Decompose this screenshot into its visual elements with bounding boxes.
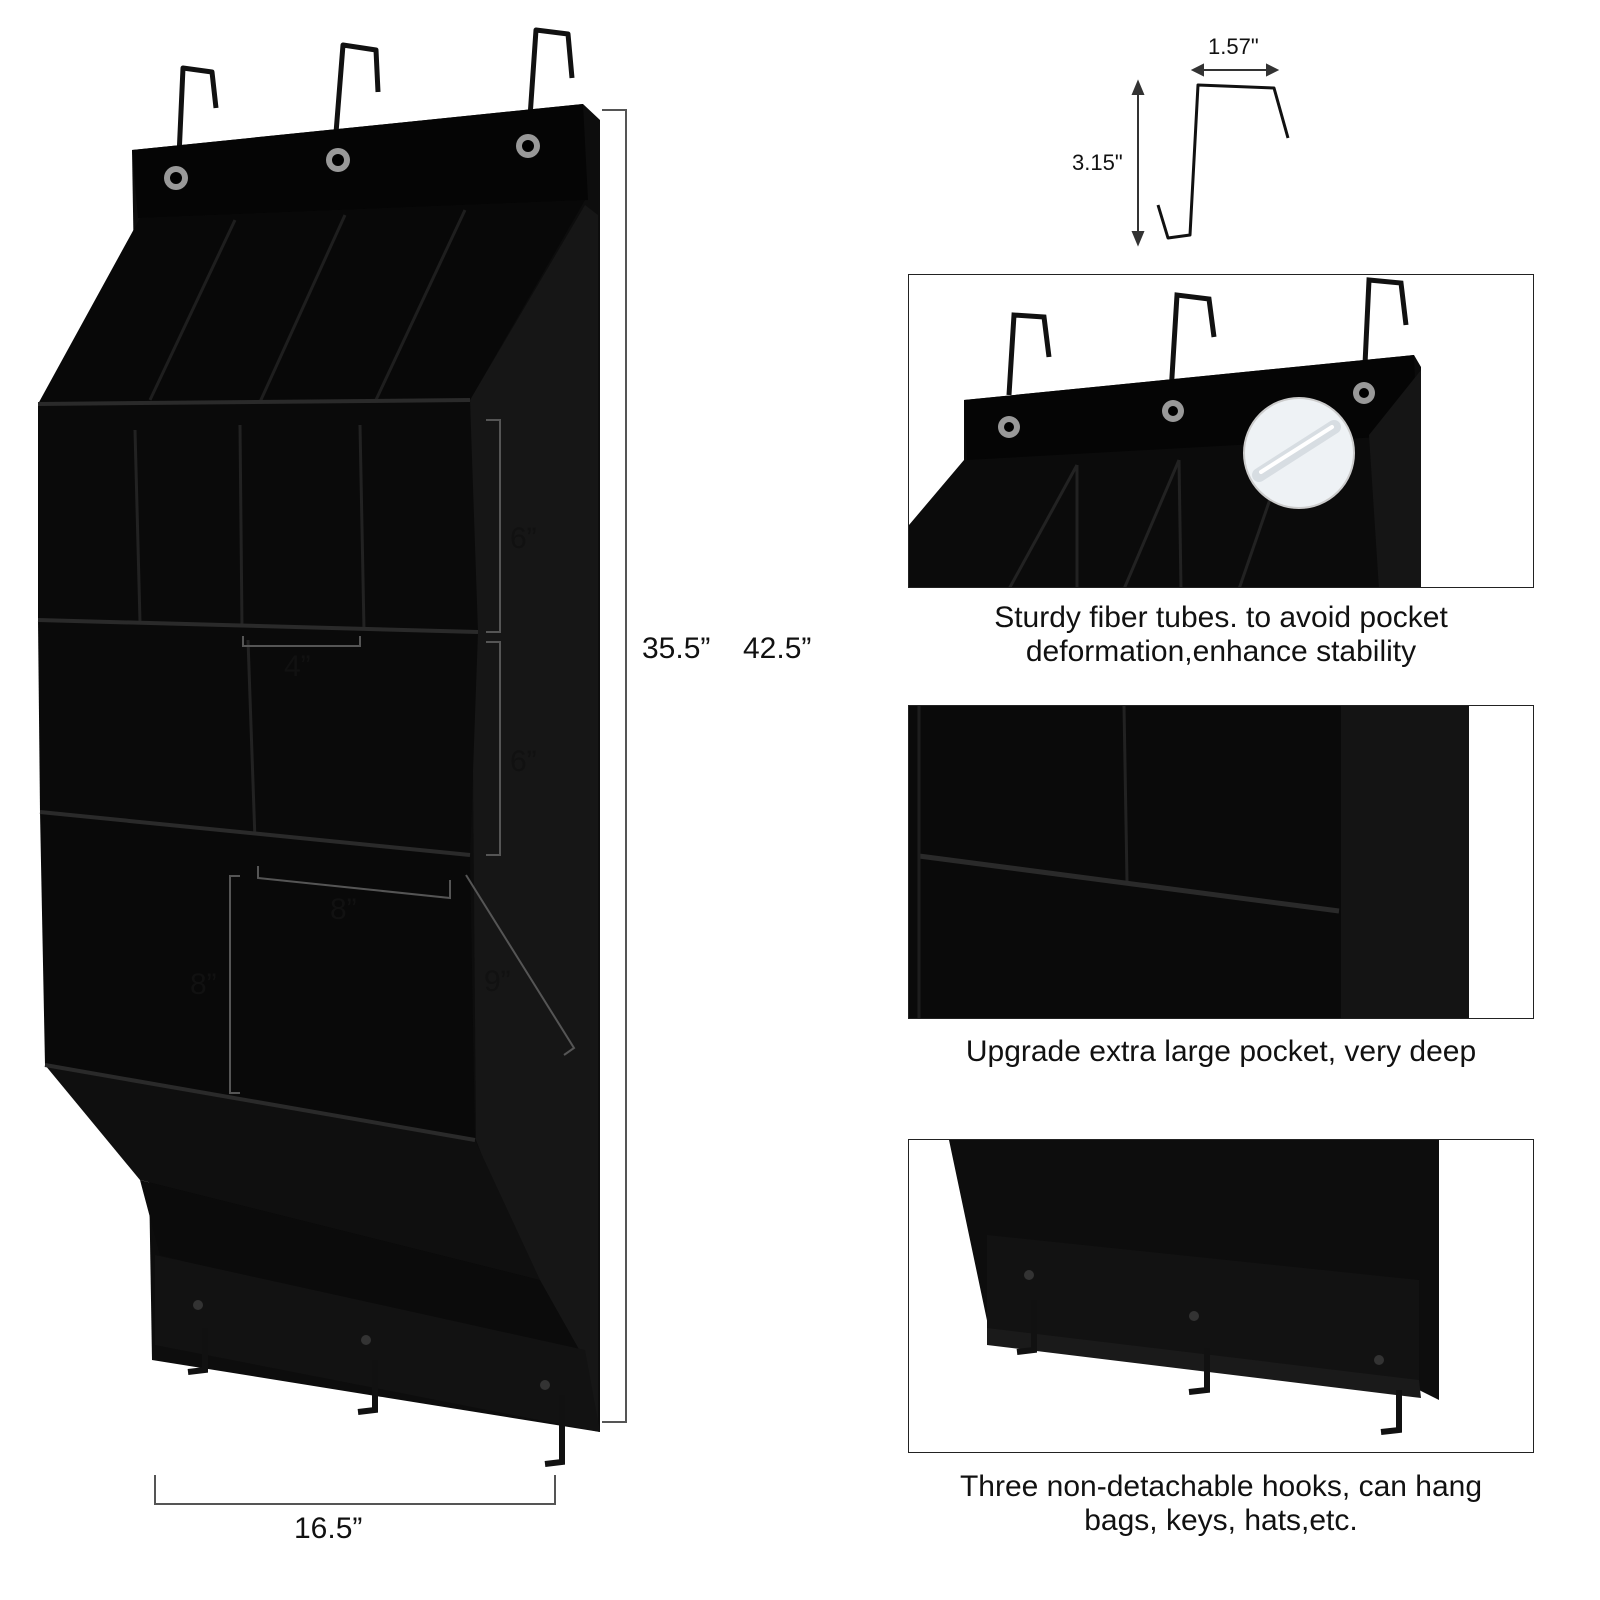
dim-small-pocket-width: 4” — [284, 650, 311, 683]
hook-diagram — [1060, 20, 1360, 260]
caption-line: Sturdy fiber tubes. to avoid pocket — [994, 601, 1448, 634]
dim-pocket-height-mid: 6” — [510, 745, 537, 778]
caption-line: Three non-detachable hooks, can hang — [959, 1470, 1483, 1503]
product-illustration — [0, 0, 640, 1600]
top-hooks-icon — [175, 27, 575, 179]
dim-body-height: 35.5” — [642, 632, 711, 665]
bottom-hooks-icon — [1016, 1300, 1402, 1435]
over-door-hook-icon — [1156, 83, 1290, 240]
feature-panel-large-pocket — [908, 705, 1534, 1019]
dim-mid-pocket-width: 8” — [330, 893, 357, 926]
fiber-tube-icon — [1243, 397, 1355, 509]
dim-large-pocket-height: 8” — [190, 968, 217, 1001]
dim-pocket-height-top: 6” — [510, 522, 537, 555]
dim-width: 16.5” — [294, 1512, 363, 1545]
caption-line: deformation,enhance stability — [1025, 635, 1417, 668]
hook-width-label: 1.57" — [1208, 34, 1259, 59]
dim-large-pocket-depth: 9” — [484, 965, 511, 998]
feature-caption-fiber-tubes: Sturdy fiber tubes. to avoid pocket defo… — [908, 601, 1534, 669]
feature-caption-hooks: Three non-detachable hooks, can hang bag… — [908, 1470, 1534, 1538]
grommets-icon — [164, 134, 540, 190]
dim-total-height: 42.5” — [743, 632, 812, 665]
caption-line: bags, keys, hats,etc. — [1084, 1504, 1358, 1537]
hook-height-label: 3.15" — [1072, 150, 1123, 175]
feature-panel-hooks — [908, 1139, 1534, 1453]
feature-panel-fiber-tubes — [908, 274, 1534, 588]
bottom-hooks-icon — [187, 1328, 565, 1467]
feature-caption-large-pocket: Upgrade extra large pocket, very deep — [965, 1035, 1477, 1068]
